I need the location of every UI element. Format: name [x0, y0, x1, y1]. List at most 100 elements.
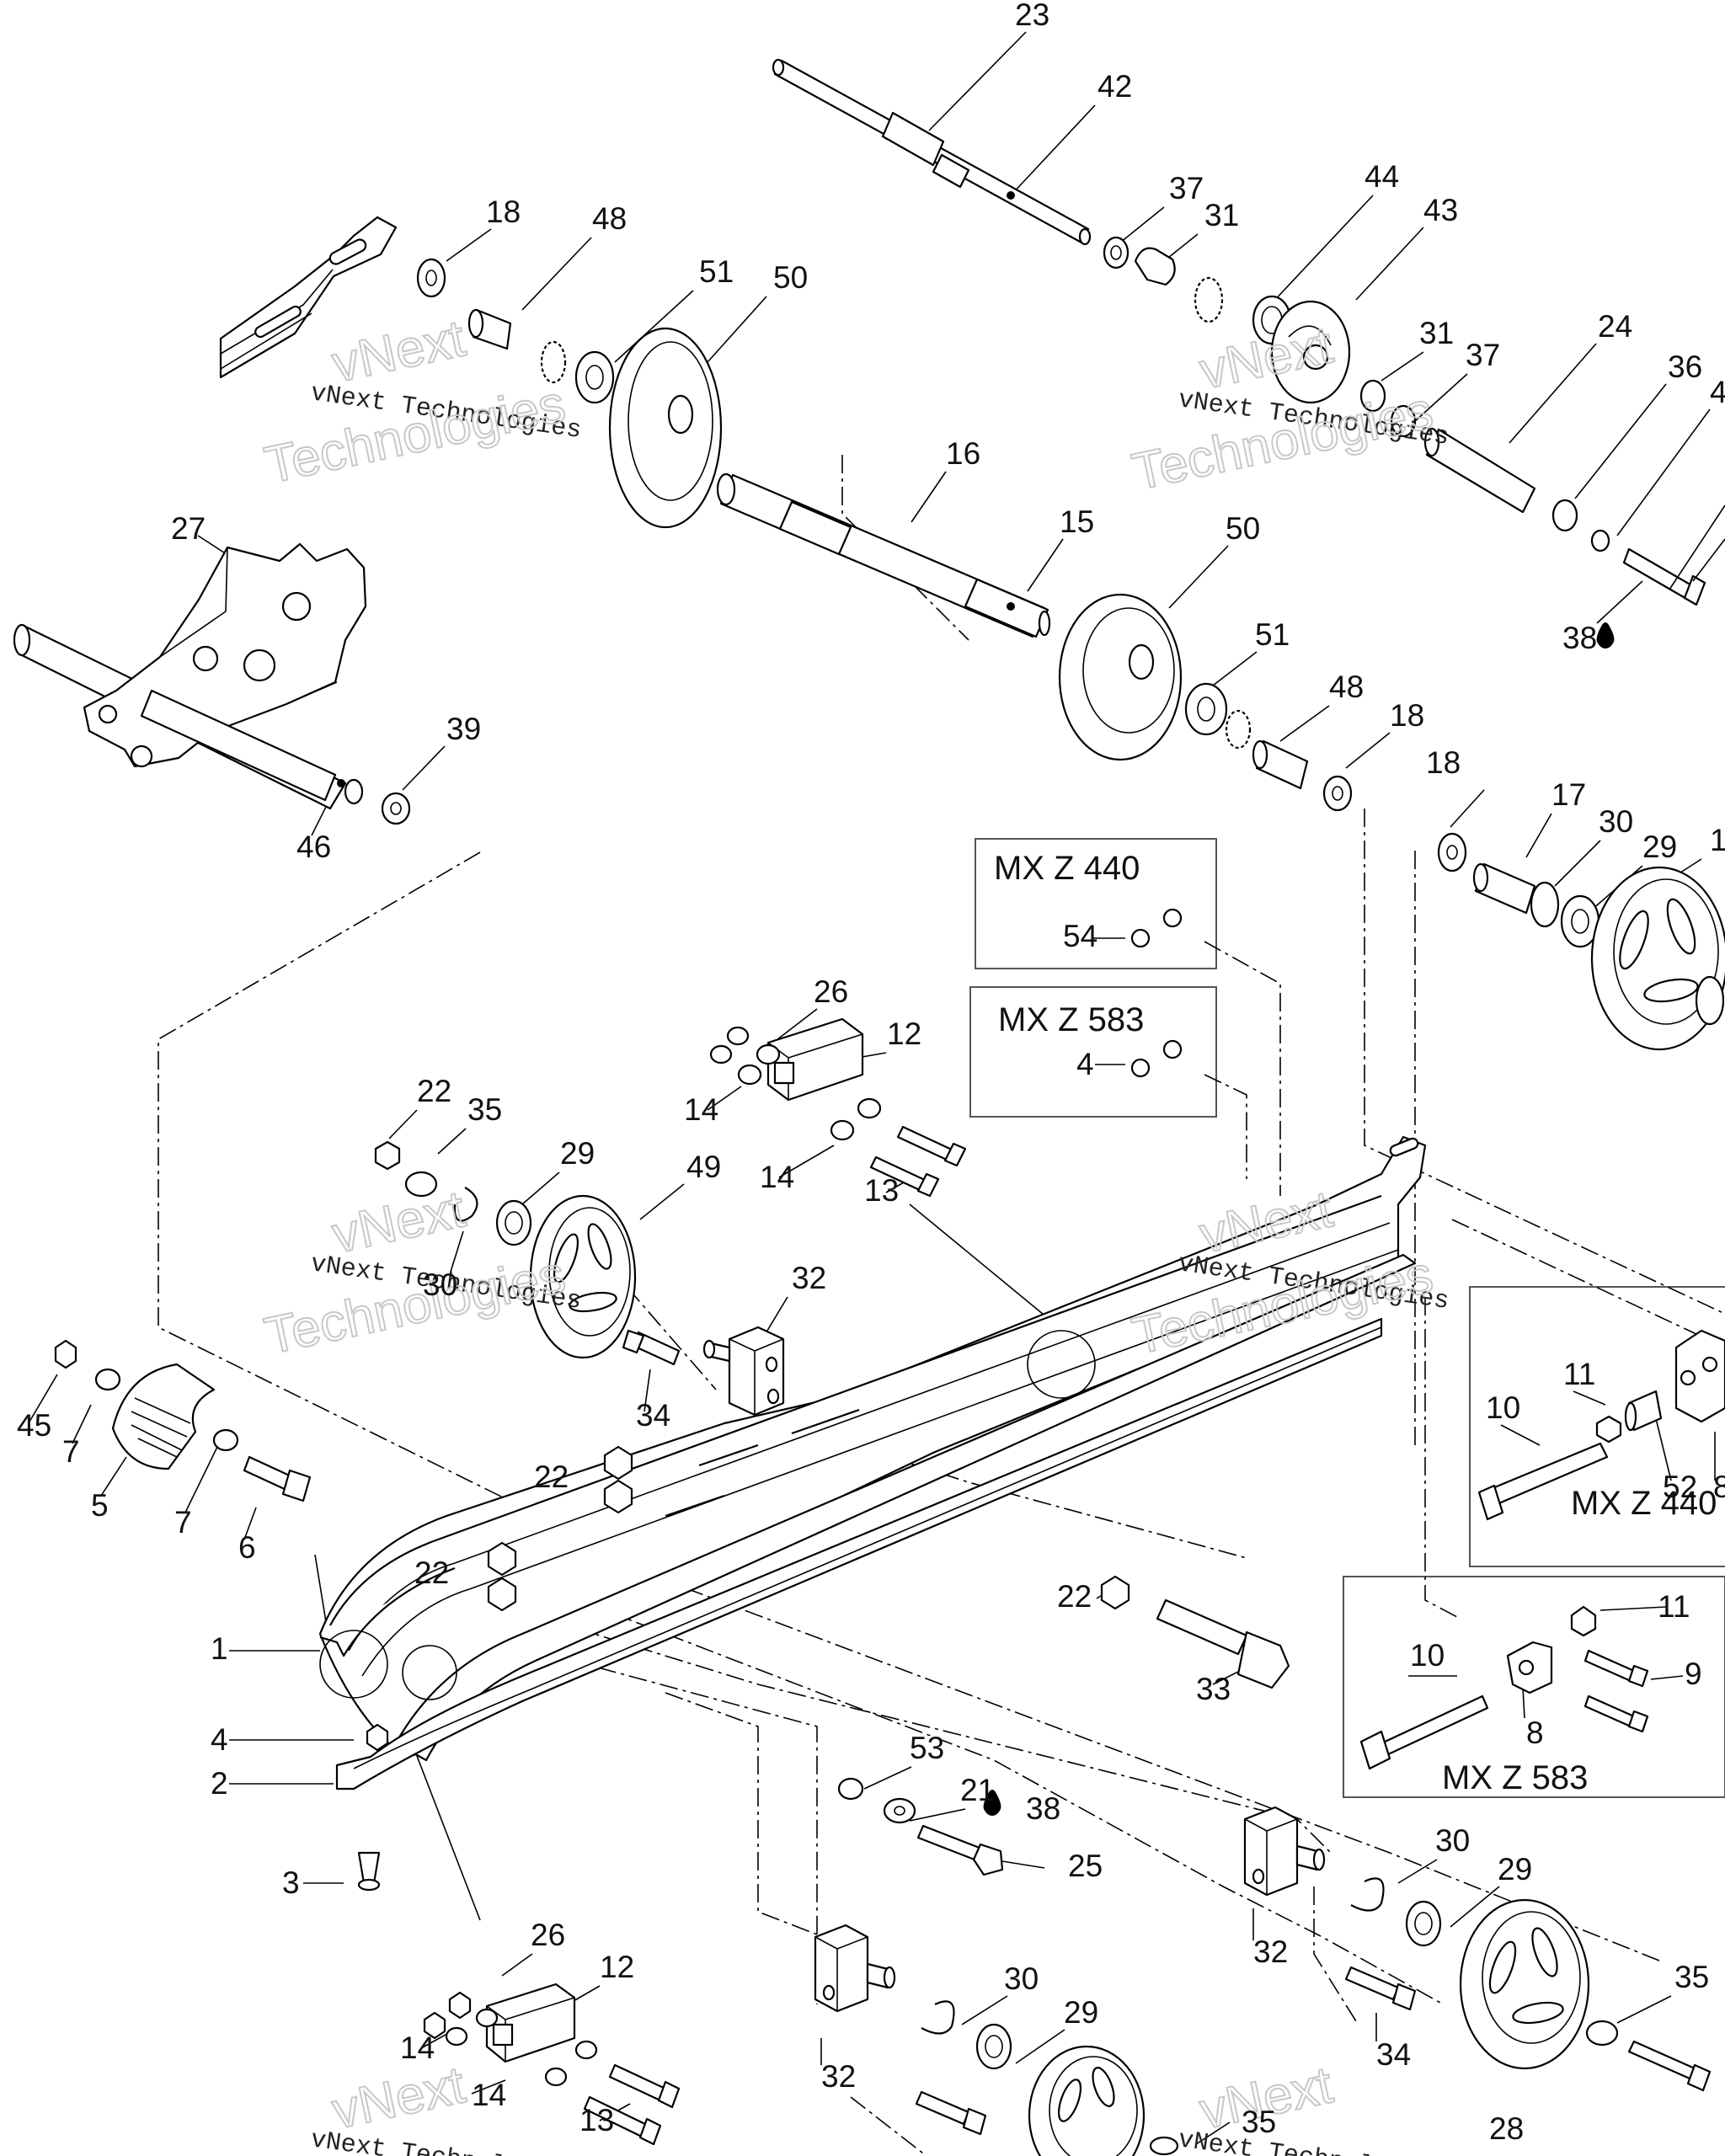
idler-wheel-50-lower [1058, 593, 1183, 761]
wheel-49-assembly [374, 1140, 637, 1359]
part-number-label: 50 [773, 260, 808, 295]
part-number-label: 42 [1097, 69, 1132, 104]
part-number-label: 29 [1498, 1852, 1532, 1886]
part-number-label: 34 [1376, 2037, 1411, 2072]
part-number-label: 15 [1060, 504, 1094, 539]
part-number-label: 51 [699, 254, 734, 289]
part-number-label: 26 [814, 974, 848, 1009]
variant-box-label: MX Z 440 [1571, 1485, 1717, 1522]
spacer-parts-upper-left [416, 258, 615, 404]
part-number-label: 7 [62, 1434, 80, 1469]
spacer-parts-upper-right [1103, 236, 1725, 606]
part-number-label: 46 [296, 830, 331, 864]
variant-box-label: MX Z 583 [1442, 1759, 1588, 1796]
part-number-label: 18 [1390, 698, 1424, 733]
drop-icon [1596, 622, 1615, 648]
part-number-label: 30 [1599, 804, 1633, 839]
part-number-label: 53 [910, 1731, 944, 1765]
watermark-text: vNext [328, 1180, 470, 1264]
part-number-label: 32 [821, 2059, 856, 2094]
part-number-label: 30 [1435, 1823, 1470, 1858]
bracket-32-upper [622, 1326, 785, 1417]
part-number-label: 8 [1526, 1716, 1544, 1750]
variant-box-mxz440-top: MX Z 440 [975, 838, 1217, 969]
part-number-label: 36 [1668, 350, 1702, 384]
part-number-label: 23 [1015, 0, 1049, 32]
part-number-label: 13 [864, 1173, 899, 1208]
part-number-label: 44 [1365, 159, 1399, 194]
spacer-parts-mid [1184, 682, 1353, 812]
part-number-label: 12 [600, 1950, 634, 1984]
bracket-32-lower-right [1243, 1806, 1712, 2092]
part-number-label: 35 [467, 1092, 502, 1127]
part-number-label: 29 [1064, 1995, 1098, 2030]
bolt-33 [1156, 1598, 1290, 1689]
part-number-label: 22 [534, 1460, 569, 1494]
part-number-label: 38 [1026, 1791, 1060, 1826]
part-number-label: 54 [1063, 919, 1097, 953]
part-number-label: 12 [887, 1017, 921, 1051]
part-number-label: 37 [1466, 338, 1500, 372]
part-number-label: 19 [1710, 823, 1725, 857]
part-number-label: 22 [1057, 1579, 1092, 1614]
rear-bracket-27 [13, 542, 411, 825]
part-number-label: 30 [1004, 1961, 1039, 1996]
variant-box-label: MX Z 440 [994, 850, 1140, 887]
part-number-label: 32 [1253, 1935, 1288, 1969]
part-number-label: 14 [684, 1092, 718, 1127]
part-number-label: 29 [1642, 830, 1677, 864]
variant-box-mxz583-bottom: MX Z 583 [1343, 1576, 1725, 1798]
part-number-label: 50 [1226, 511, 1260, 546]
part-number-label: 10 [1410, 1638, 1445, 1673]
part-number-label: 1 [211, 1631, 228, 1666]
part-number-label: 35 [1242, 2105, 1276, 2139]
variant-box-label: MX Z 583 [998, 1001, 1144, 1038]
part-number-label: 5 [91, 1488, 109, 1523]
part-number-label: 27 [171, 511, 206, 546]
part-number-label: 28 [1489, 2111, 1524, 2146]
part-number-label: 9 [1685, 1657, 1702, 1691]
inset-440-parts [1477, 1329, 1725, 1521]
part-number-label: 11 [1658, 1589, 1690, 1624]
wear-slide-2 [335, 1317, 1383, 1892]
part-number-label: 21 [960, 1773, 995, 1807]
part-number-label: 8 [1713, 1470, 1725, 1504]
part-number-label: 39 [446, 712, 481, 746]
part-number-label: 31 [1204, 198, 1239, 232]
variant-box-mxz440-right: MX Z 440 [1469, 1286, 1725, 1567]
part-number-label: 35 [1674, 1960, 1709, 1994]
slide-rail [318, 1135, 1427, 1762]
watermark-text: vNext [328, 309, 470, 393]
part-number-label: 17 [1551, 777, 1586, 812]
variant-box-mxz583-top: MX Z 583 [969, 986, 1217, 1118]
part-number-label: 4 [1710, 375, 1725, 409]
part-number-label: 37 [1169, 171, 1204, 205]
bracket-32-lower [814, 1924, 1179, 2156]
part-number-label: 29 [560, 1136, 595, 1171]
part-number-label: 43 [1423, 193, 1458, 227]
slide-stopper-5 [54, 1339, 312, 1502]
part-number-label: 33 [1196, 1672, 1231, 1706]
part-number-label: 51 [1255, 617, 1290, 652]
part-number-label: 6 [238, 1530, 256, 1565]
part-number-label: 26 [531, 1918, 565, 1952]
part-number-label: 24 [1598, 309, 1632, 344]
part-number-label: 3 [282, 1865, 300, 1900]
shaft-16 [716, 472, 1051, 638]
part-number-label: 14 [400, 2031, 435, 2065]
upper-axle-23 [772, 58, 1092, 246]
part-number-label: 11 [1563, 1357, 1595, 1391]
part-number-label: 10 [1486, 1390, 1520, 1425]
part-number-label: 22 [414, 1556, 449, 1590]
part-number-label: 18 [1426, 745, 1461, 780]
nuts-22-mid [487, 1445, 1130, 1612]
part-number-label: 48 [1329, 670, 1364, 704]
part-number-label: 7 [174, 1505, 192, 1540]
part-number-label: 49 [686, 1150, 721, 1184]
part-number-label: 4 [1076, 1047, 1094, 1081]
part-number-label: 14 [760, 1160, 794, 1194]
part-number-label: 31 [1419, 316, 1454, 350]
part-number-label: 48 [592, 201, 627, 236]
part-number-label: 13 [579, 2103, 614, 2137]
